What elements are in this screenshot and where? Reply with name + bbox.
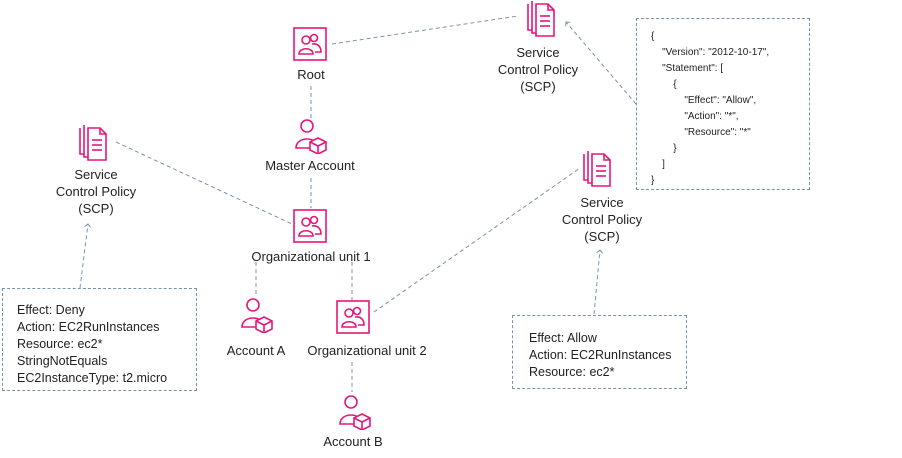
scp-left-line-2: Control Policy: [55, 184, 137, 199]
master-account-label: Master Account: [265, 158, 355, 173]
policy-line: Effect: Allow: [529, 331, 597, 345]
scp-right-line-3: (SCP): [584, 229, 620, 244]
policy-line: Action: EC2RunInstances: [529, 348, 672, 362]
policy-line: Resource: ec2*: [529, 365, 615, 379]
account-icon: [294, 118, 328, 159]
scp-left-line-3: (SCP): [78, 201, 114, 216]
account-b-label: Account B: [323, 434, 383, 449]
connector-root-scp: [331, 15, 519, 45]
scp-top-line-1: Service: [516, 45, 560, 60]
json-line: "Effect": "Allow",: [651, 95, 757, 106]
json-line: "Version": "2012-10-17",: [651, 47, 770, 58]
allow-policy-box: Effect: Allow Action: EC2RunInstances Re…: [512, 315, 687, 389]
ou2-label: Organizational unit 2: [307, 343, 427, 358]
json-line: "Statement": [: [651, 63, 724, 74]
policy-line: EC2InstanceType: t2.micro: [17, 371, 168, 385]
policy-line: StringNotEquals: [17, 354, 108, 368]
policy-line: Effect: Deny: [17, 303, 85, 317]
json-line: ]: [651, 159, 665, 170]
json-line: }: [651, 143, 677, 154]
json-line: "Action": "*",: [651, 111, 739, 122]
deny-policy-box: Effect: Deny Action: EC2RunInstances Res…: [2, 288, 197, 391]
organizational-unit-icon: [336, 300, 370, 339]
document-stack-icon: [582, 150, 614, 193]
account-icon: [240, 297, 274, 338]
document-stack-icon: [78, 124, 110, 167]
organizational-unit-icon: [293, 27, 327, 66]
account-a-label: Account A: [226, 343, 286, 358]
policy-line: Resource: ec2*: [17, 337, 103, 351]
scp-top-line-3: (SCP): [520, 79, 556, 94]
scp-right-line-2: Control Policy: [561, 212, 643, 227]
scp-left-label: Service Control Policy (SCP): [36, 166, 156, 217]
policy-line: Action: EC2RunInstances: [17, 320, 160, 334]
connector-scp-ou1: [115, 141, 293, 225]
document-stack-icon: [526, 0, 558, 43]
connector-deny-scp: [79, 223, 91, 289]
ou1-label: Organizational unit 1: [251, 249, 371, 264]
scp-right-label: Service Control Policy (SCP): [542, 194, 662, 245]
json-line: {: [651, 31, 655, 42]
organizational-unit-icon: [293, 209, 327, 248]
scp-top-label: Service Control Policy (SCP): [478, 44, 598, 95]
scp-top-line-2: Control Policy: [497, 62, 579, 77]
scp-right-line-1: Service: [580, 195, 624, 210]
connector-json-scp: [565, 21, 637, 105]
json-policy-box: { "Version": "2012-10-17", "Statement": …: [636, 18, 810, 190]
json-line: "Resource": "*": [651, 127, 751, 138]
json-line: }: [651, 175, 655, 186]
json-line: {: [651, 79, 677, 90]
root-label: Root: [297, 67, 325, 82]
scp-left-line-1: Service: [74, 167, 118, 182]
account-icon: [338, 394, 372, 435]
connector-allow-scp: [593, 249, 604, 315]
